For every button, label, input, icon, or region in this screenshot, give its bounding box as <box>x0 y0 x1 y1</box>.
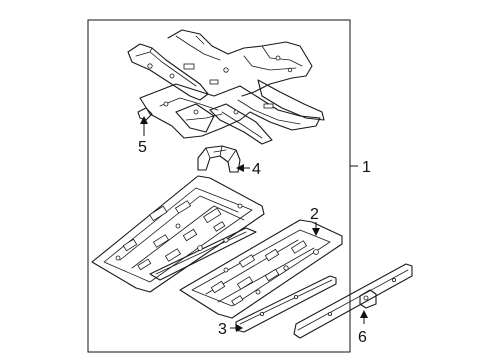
callout-2-label: 2 <box>310 206 319 223</box>
callout-3-arrowhead <box>236 324 243 332</box>
callout-4-arrowhead <box>236 164 244 172</box>
callout-4-label: 4 <box>252 161 261 178</box>
callout-5: 5 <box>138 116 148 156</box>
callout-2: 2 <box>310 206 320 236</box>
callout-3: 3 <box>218 321 243 338</box>
callout-6-arrowhead <box>360 310 368 318</box>
callout-2-arrowhead <box>312 228 320 236</box>
center-floor-panel <box>91 175 343 319</box>
callout-4: 4 <box>236 161 261 178</box>
assembly-boundary <box>87 19 351 353</box>
sill-reinforcement <box>235 275 337 333</box>
callout-5-label: 5 <box>138 139 147 156</box>
callout-5-arrowhead <box>140 116 148 124</box>
front-floor-panel <box>127 29 325 145</box>
rocker-extension <box>293 263 413 339</box>
callout-1-label: 1 <box>362 159 371 176</box>
callout-3-label: 3 <box>218 321 227 338</box>
callout-6-label: 6 <box>358 329 367 346</box>
tunnel-reinforcement <box>197 145 241 173</box>
callout-6: 6 <box>358 310 368 346</box>
